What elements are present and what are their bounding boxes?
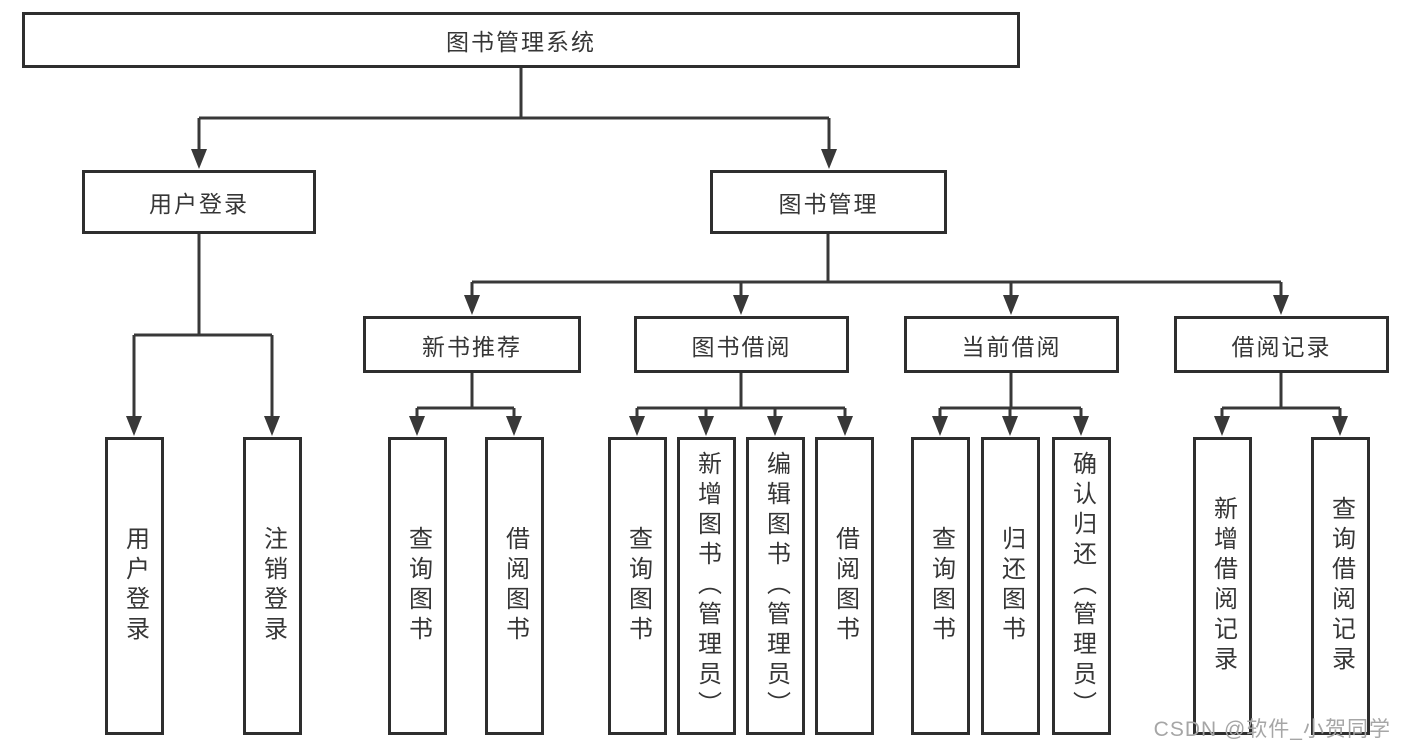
leaf-label: 新增图书（管理员）	[693, 451, 721, 721]
leaf-user-login: 用户登录	[105, 437, 164, 735]
leaf-add-borrow-record: 新增借阅记录	[1193, 437, 1252, 735]
node-book-management: 图书管理	[710, 170, 947, 234]
leaf-return-books: 归还图书	[981, 437, 1040, 735]
leaf-label: 编辑图书（管理员）	[762, 451, 790, 721]
leaf-borrow-books: 借阅图书	[815, 437, 874, 735]
leaf-confirm-return-admin: 确认归还（管理员）	[1052, 437, 1111, 735]
leaf-label: 查询图书	[927, 526, 955, 646]
leaf-label: 注销登录	[259, 526, 287, 646]
leaf-add-book-admin: 新增图书（管理员）	[677, 437, 736, 735]
leaf-query-books: 查询图书	[911, 437, 970, 735]
leaf-edit-book-admin: 编辑图书（管理员）	[746, 437, 805, 735]
leaf-label: 查询图书	[404, 526, 432, 646]
leaf-label: 新增借阅记录	[1209, 496, 1237, 676]
leaf-logout: 注销登录	[243, 437, 302, 735]
leaf-query-books: 查询图书	[388, 437, 447, 735]
leaf-query-borrow-record: 查询借阅记录	[1311, 437, 1370, 735]
leaf-label: 查询借阅记录	[1327, 496, 1355, 676]
leaf-label: 借阅图书	[831, 526, 859, 646]
leaf-borrow-books: 借阅图书	[485, 437, 544, 735]
node-borrowing-records: 借阅记录	[1174, 316, 1389, 373]
node-book-borrowing: 图书借阅	[634, 316, 849, 373]
leaf-label: 借阅图书	[501, 526, 529, 646]
leaf-label: 确认归还（管理员）	[1068, 451, 1096, 721]
node-system-root: 图书管理系统	[22, 12, 1020, 68]
node-current-borrowing: 当前借阅	[904, 316, 1119, 373]
node-user-login: 用户登录	[82, 170, 316, 234]
csdn-watermark: CSDN @软件_小贺同学	[1153, 718, 1391, 741]
node-new-book-recommendation: 新书推荐	[363, 316, 581, 373]
leaf-label: 查询图书	[624, 526, 652, 646]
leaf-label: 用户登录	[121, 526, 149, 646]
leaf-query-books: 查询图书	[608, 437, 667, 735]
leaf-label: 归还图书	[997, 526, 1025, 646]
